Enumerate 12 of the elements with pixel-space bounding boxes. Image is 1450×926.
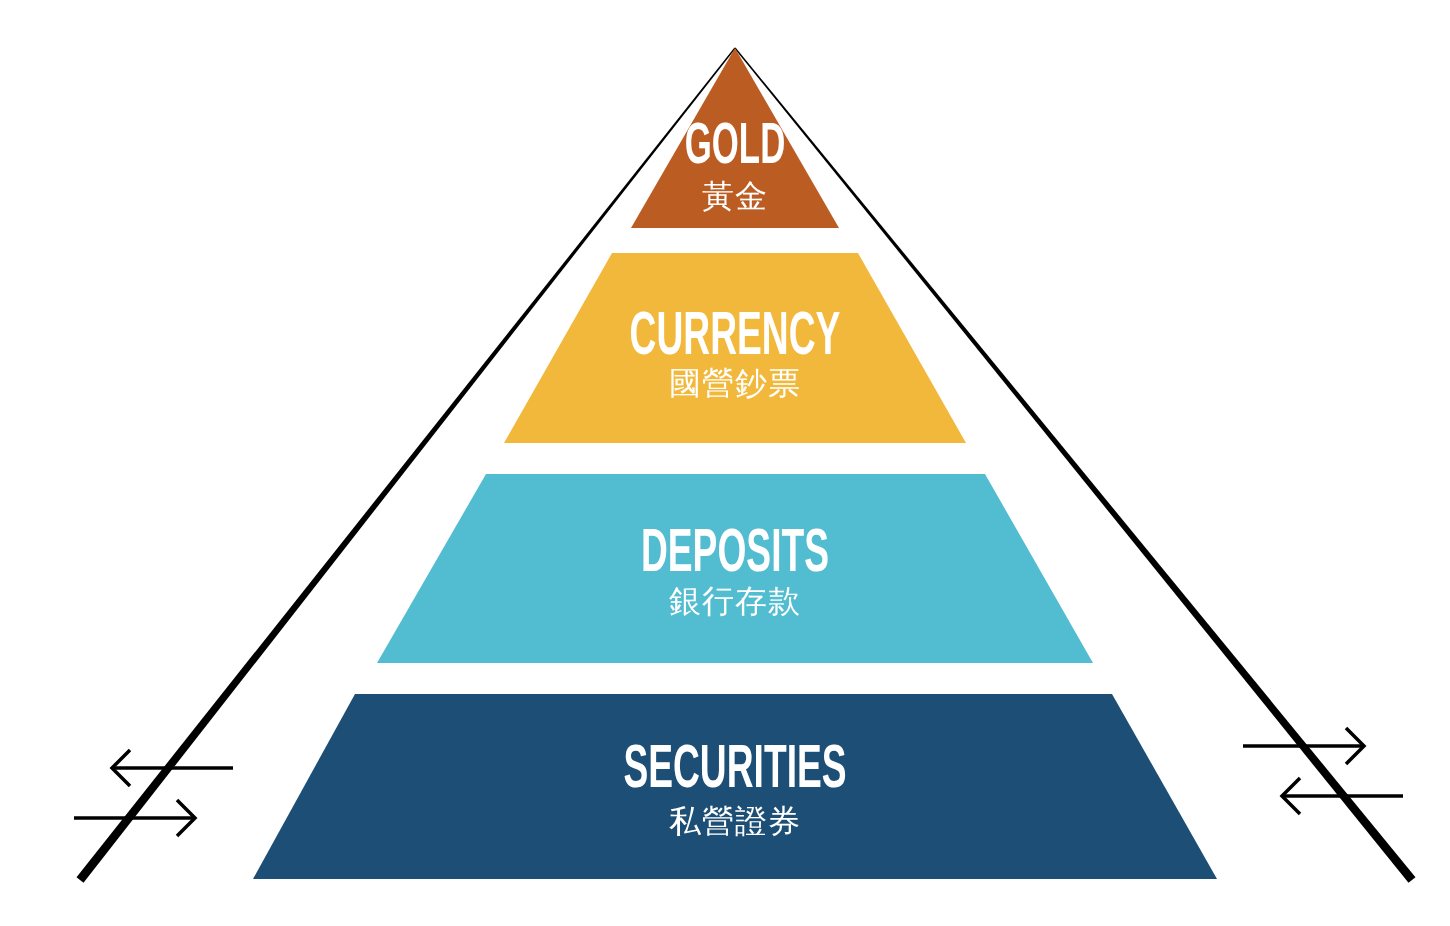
tier-subtitle: 國營鈔票 [669,367,801,399]
tier-title: CURRENCY [629,301,841,364]
tier-subtitle: 私營證券 [669,805,801,837]
pyramid-tier [504,253,966,443]
pyramid-tier [253,694,1217,879]
pyramid-tier [631,48,839,228]
tier-title: SECURITIES [623,734,847,797]
tier-subtitle: 黃金 [702,180,768,212]
tier-subtitle: 銀行存款 [669,585,801,617]
tier-title: GOLD [684,114,786,173]
tier-title: DEPOSITS [640,518,830,581]
pyramid-tier [377,474,1093,663]
